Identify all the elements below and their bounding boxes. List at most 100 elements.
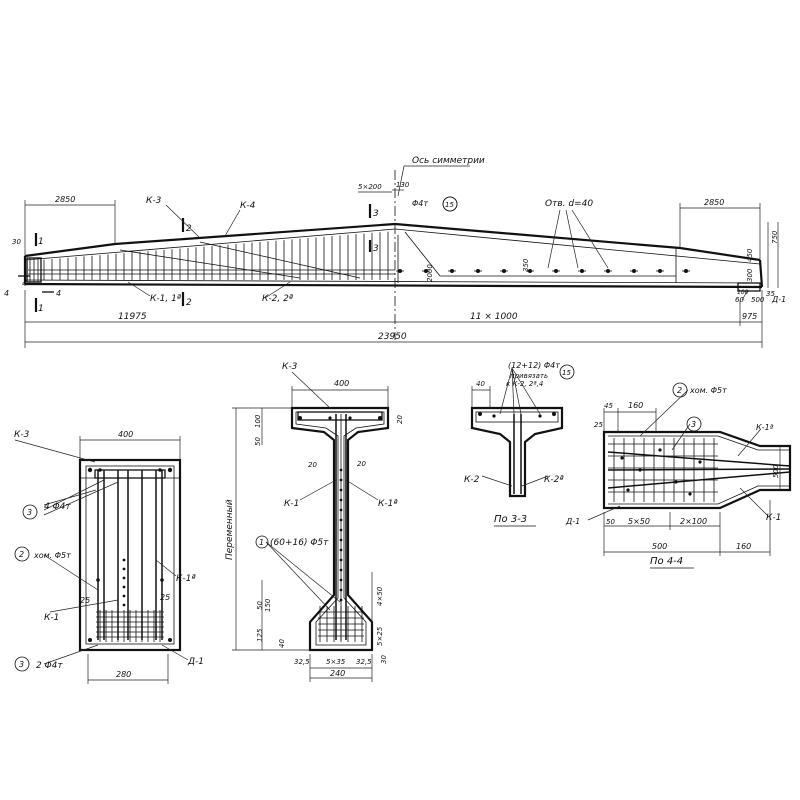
grid-node bbox=[698, 460, 702, 464]
s4-d50: 50 bbox=[606, 518, 615, 526]
s1-k1: К-1 bbox=[44, 613, 59, 623]
strand bbox=[339, 548, 343, 552]
s4-clamp: хом. Φ5т bbox=[689, 386, 727, 395]
dim-5x200: 5×200 bbox=[358, 183, 382, 191]
s3-callout-15: 15 bbox=[562, 369, 571, 377]
s4-d25: 25 bbox=[594, 421, 603, 429]
label-d1: Д-1 bbox=[771, 295, 786, 304]
section-1-1 bbox=[14, 436, 189, 684]
s4-total-160: 160 bbox=[736, 542, 751, 551]
strand bbox=[339, 598, 343, 602]
s2-d20c: 20 bbox=[357, 460, 366, 468]
s2-40: 40 bbox=[278, 639, 286, 648]
strand bbox=[122, 594, 126, 598]
s4-5x50: 5×50 bbox=[628, 517, 650, 526]
grid-node bbox=[658, 448, 662, 452]
s2-5x35: 5×35 bbox=[326, 658, 346, 666]
strand bbox=[122, 558, 126, 562]
beam-elevation bbox=[18, 165, 779, 348]
cut-mark-3a: 3 bbox=[373, 209, 379, 219]
s2-125: 125 bbox=[256, 628, 264, 642]
dim-300: 300 bbox=[746, 268, 754, 282]
strand bbox=[339, 468, 343, 472]
strand bbox=[339, 578, 343, 582]
s2-width-bottom: 240 bbox=[330, 669, 345, 678]
s2-50: 50 bbox=[256, 601, 264, 610]
label-k1: К-1, 1ª bbox=[150, 294, 182, 304]
s2-k1a: К-1ª bbox=[378, 499, 398, 509]
dim-35: 35 bbox=[766, 290, 775, 298]
dim-2850-left: 2850 bbox=[55, 195, 75, 204]
dim-500: 500 bbox=[751, 296, 765, 304]
dim-450: 450 bbox=[746, 248, 754, 262]
s4-k1a: К-1ª bbox=[756, 423, 774, 432]
s4-callout-3: 3 bbox=[691, 420, 696, 429]
s4-callout-2: 2 bbox=[677, 386, 682, 395]
s3-d40: 40 bbox=[476, 380, 485, 388]
strand bbox=[339, 528, 343, 532]
s1-k1a: К-1ª bbox=[176, 574, 196, 584]
s2-325b: 32,5 bbox=[356, 658, 372, 666]
cut-mark-2b: 2 bbox=[186, 298, 192, 308]
strand bbox=[339, 508, 343, 512]
s2-5x25: 5×25 bbox=[376, 626, 384, 646]
s4-d160: 160 bbox=[628, 401, 643, 410]
s1-callout-2: 2 bbox=[19, 550, 24, 559]
s2-height: Переменный bbox=[225, 499, 235, 560]
callout-15-circle bbox=[442, 196, 458, 212]
strand bbox=[339, 478, 343, 482]
s4-d500v: 500 bbox=[772, 464, 780, 478]
s1-width-top: 400 bbox=[118, 430, 133, 439]
s4-d45: 45 bbox=[604, 402, 613, 410]
dim-half-right: 11 × 1000 bbox=[470, 312, 518, 322]
cut-mark-3b: 3 bbox=[373, 244, 379, 254]
strand bbox=[339, 488, 343, 492]
grid-node bbox=[688, 492, 692, 496]
s3-note1: привязать bbox=[510, 372, 548, 380]
label-k2: К-2, 2ª bbox=[262, 294, 294, 304]
dim-60: 60 bbox=[735, 296, 744, 304]
s2-width-top: 400 bbox=[334, 379, 349, 388]
s3-title: По 3-3 bbox=[494, 514, 527, 525]
dim-350: 350 bbox=[522, 258, 530, 272]
strand bbox=[122, 576, 126, 580]
cut-mark-2a: 2 bbox=[186, 224, 192, 234]
dim-2000: 2000 bbox=[426, 264, 434, 282]
s2-strands: (60+16) Φ5т bbox=[270, 538, 329, 548]
s2-30: 30 bbox=[380, 655, 388, 664]
s4-total-500: 500 bbox=[652, 542, 667, 551]
dim-130: 130 bbox=[396, 181, 410, 189]
s2-4x50: 4×50 bbox=[376, 586, 384, 606]
holes-label: Отв. d=40 bbox=[545, 199, 593, 209]
strand bbox=[122, 567, 126, 571]
s2-d100: 100 bbox=[254, 414, 262, 428]
beam-stirrups bbox=[43, 231, 389, 280]
section-3-3 bbox=[470, 364, 575, 527]
s2-k3: К-3 bbox=[282, 362, 298, 372]
section-4-4 bbox=[587, 382, 792, 569]
strand bbox=[339, 568, 343, 572]
s2-callout-1: 1 bbox=[259, 538, 264, 547]
s2-150: 150 bbox=[264, 598, 272, 612]
dim-4: 4 bbox=[4, 289, 9, 298]
s4-d1: Д-1 bbox=[565, 517, 580, 526]
s1-25-right: 25 bbox=[160, 593, 170, 602]
dim-100: 100 bbox=[737, 289, 749, 296]
cut-mark-1a: 1 bbox=[38, 237, 44, 247]
s3-k2a: К-2ª bbox=[544, 475, 564, 485]
dim-2850-right: 2850 bbox=[704, 198, 724, 207]
cut-mark-4b: 4 bbox=[56, 289, 61, 298]
strand bbox=[339, 558, 343, 562]
strand bbox=[122, 603, 126, 607]
dim-30: 30 bbox=[12, 238, 21, 246]
cut-mark-1b: 1 bbox=[38, 304, 44, 314]
strand bbox=[339, 588, 343, 592]
s4-k1: К-1 bbox=[766, 513, 781, 523]
beam-holes bbox=[396, 269, 690, 273]
s2-k1: К-1 bbox=[284, 499, 299, 509]
grid-node bbox=[620, 456, 624, 460]
s1-clamp: хом. Φ5т bbox=[33, 551, 71, 560]
s1-25-left: 25 bbox=[80, 596, 90, 605]
strand bbox=[122, 585, 126, 589]
